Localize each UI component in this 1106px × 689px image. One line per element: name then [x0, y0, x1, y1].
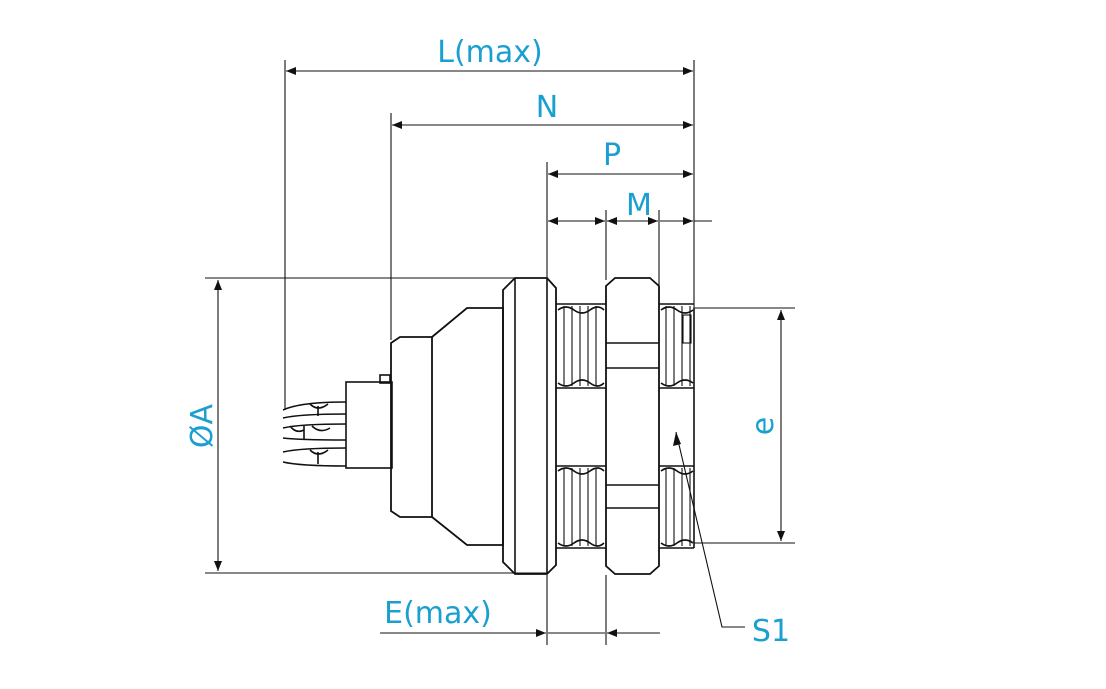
label-S1: S1 [752, 614, 790, 649]
thread-left [556, 303, 606, 549]
contact-pins [282, 374, 393, 469]
thread-right [659, 303, 695, 549]
connector-body [282, 277, 695, 575]
dimension-labels: L(max) N P M ØA e E(max) S1 [185, 35, 790, 649]
label-N: N [536, 90, 558, 125]
label-e: e [746, 417, 781, 435]
label-E: E(max) [384, 596, 492, 631]
dimension-lines [214, 67, 785, 637]
extension-lines [205, 60, 795, 645]
label-P: P [603, 138, 621, 173]
label-M: M [626, 188, 652, 223]
hex-nut [605, 277, 660, 575]
label-L: L(max) [437, 35, 542, 70]
label-A: ØA [185, 403, 220, 448]
